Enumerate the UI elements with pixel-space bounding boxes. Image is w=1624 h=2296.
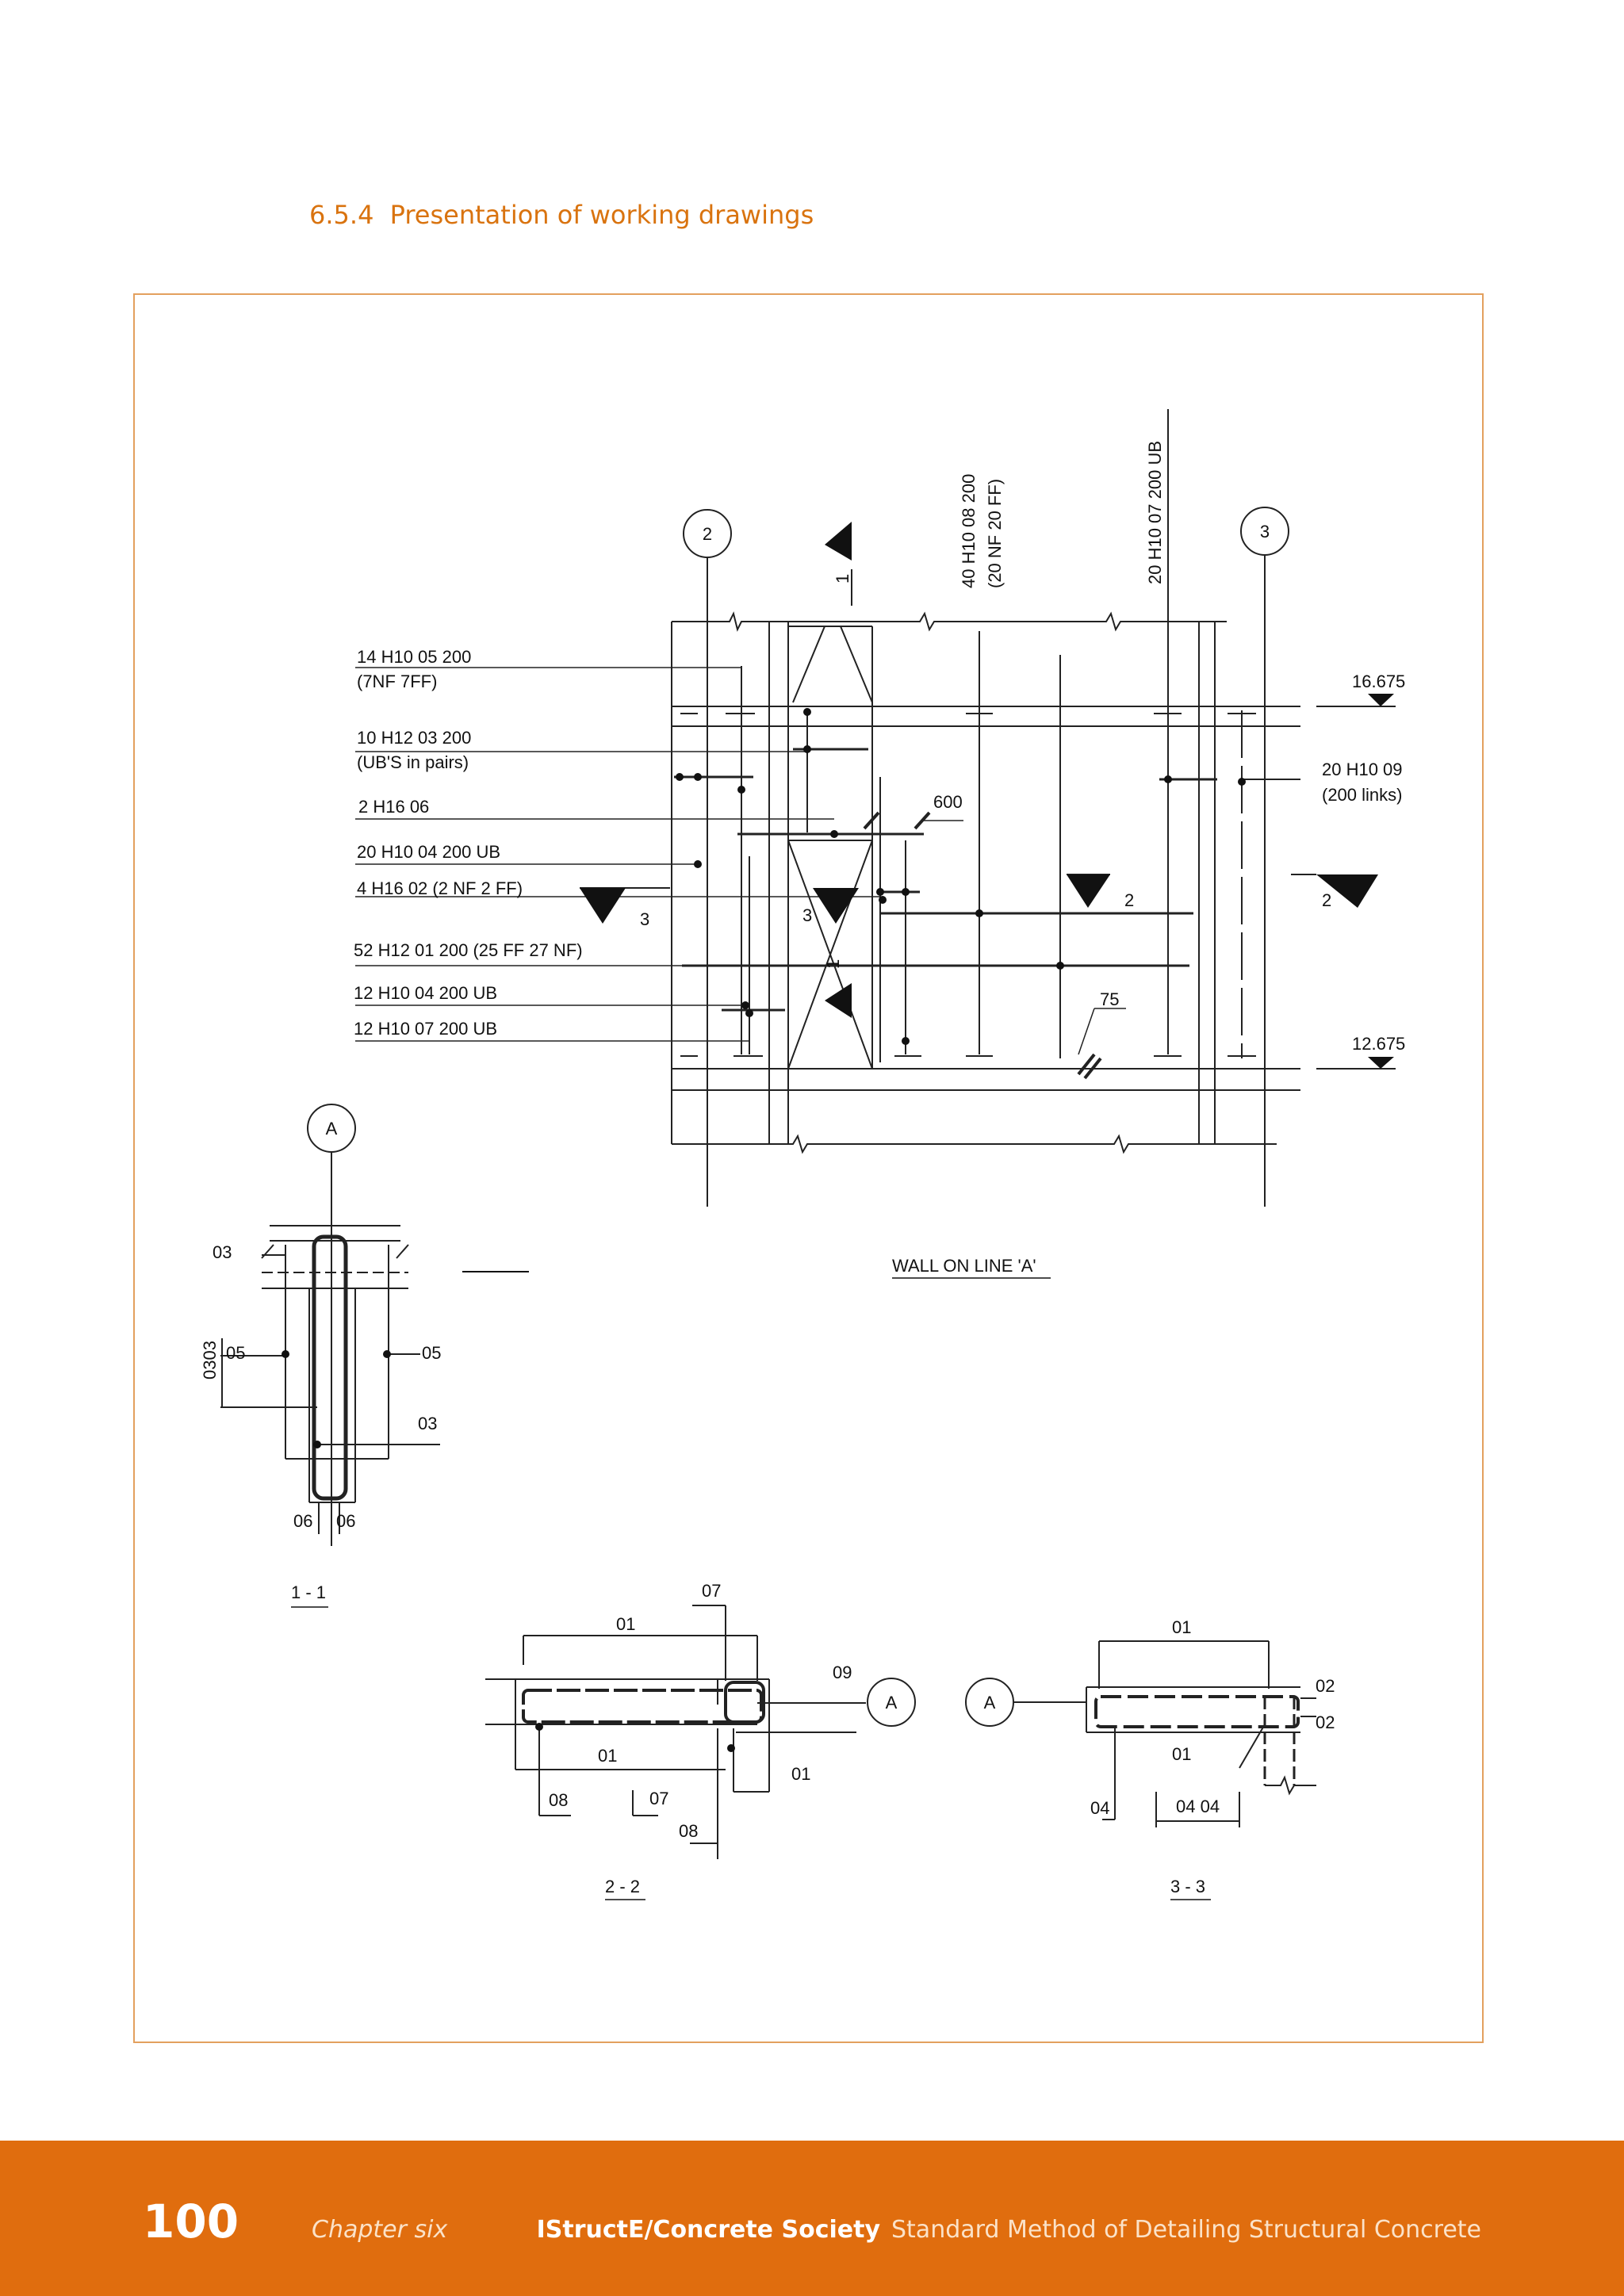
section-marker-2-right (1316, 874, 1378, 908)
s22-label-09: 09 (833, 1663, 852, 1682)
s11-label-06-left: 06 (293, 1511, 312, 1531)
section-label-3-left: 3 (640, 909, 649, 929)
bar-label-06: 2 H16 06 (358, 797, 429, 817)
s22-label-01-mid: 01 (598, 1746, 617, 1766)
bar-label-08-note: (20 NF 20 FF) (985, 479, 1005, 588)
level-bottom: 12.675 (1352, 1034, 1405, 1054)
book-title: Standard Method of Detailing Structural … (891, 2216, 1481, 2244)
section-label-2-right: 2 (1322, 890, 1331, 910)
grid-label-3: 3 (1260, 522, 1270, 541)
section-title: Presentation of working drawings (389, 200, 814, 230)
bar-label-07: 12 H10 07 200 UB (354, 1019, 497, 1039)
working-drawing: 2 3 1 3 3 2 2 1 14 H10 05 200 (7NF 7FF) … (200, 409, 1405, 1900)
s11-label-03-top: 03 (213, 1242, 232, 1262)
s22-caption: 2 - 2 (605, 1877, 640, 1896)
s11-label-05-left: 05 (226, 1343, 245, 1363)
section-marker-2-left (1067, 874, 1110, 908)
bar-label-04: 20 H10 04 200 UB (357, 842, 500, 862)
s22-label-07-bottom: 07 (649, 1789, 668, 1808)
s11-label-0303: 0303 (200, 1341, 220, 1380)
dim-75: 75 (1100, 989, 1119, 1009)
page-number: 100 (143, 2195, 239, 2248)
s33-label-04: 04 (1090, 1798, 1109, 1818)
s22-label-01-top: 01 (616, 1614, 635, 1634)
publisher-name: IStructE/Concrete Society (536, 2216, 880, 2244)
level-top: 16.675 (1352, 672, 1405, 691)
grid-label-a-3: A (984, 1693, 996, 1712)
s33-caption: 3 - 3 (1170, 1877, 1205, 1896)
level-marker-top (1368, 694, 1394, 706)
chapter-label: Chapter six (312, 2216, 448, 2244)
s22-label-07-top: 07 (702, 1581, 721, 1601)
section-label-3-mid: 3 (802, 905, 812, 925)
s11-caption: 1 - 1 (291, 1582, 326, 1602)
s33-label-02-top: 02 (1316, 1676, 1335, 1696)
s33-label-02-bottom: 02 (1316, 1712, 1335, 1732)
s33-label-01-top: 01 (1172, 1617, 1191, 1637)
s33-label-01-mid: 01 (1172, 1744, 1191, 1764)
grid-label-a-2: A (886, 1693, 898, 1712)
s11-label-03-bottom: 03 (418, 1414, 437, 1433)
s33-label-04-04: 04 04 (1176, 1797, 1220, 1816)
section-marker-3-left (580, 888, 626, 924)
section-flag-1-top (825, 522, 852, 561)
s11-label-06-right: 06 (336, 1511, 355, 1531)
bar-label-09: 20 H10 09 (1322, 760, 1403, 779)
bar-label-01: 52 H12 01 200 (25 FF 27 NF) (354, 940, 583, 960)
dim-600: 600 (933, 792, 963, 812)
bar-label-05-note: (7NF 7FF) (357, 672, 437, 691)
bar-label-03-note: (UB'S in pairs) (357, 752, 469, 772)
page-footer: 100 Chapter six IStructE/Concrete Societ… (0, 2141, 1624, 2296)
grid-label-2: 2 (703, 524, 712, 544)
elevation-caption: WALL ON LINE 'A' (892, 1256, 1036, 1276)
s11-label-05-right: 05 (422, 1343, 441, 1363)
section-label-2-left: 2 (1124, 890, 1134, 910)
bar-label-09-note: (200 links) (1322, 785, 1402, 805)
bar-label-04-lower: 12 H10 04 200 UB (354, 983, 497, 1003)
grid-label-a-1: A (326, 1119, 338, 1138)
drawing-frame (133, 293, 1484, 2043)
section-label-1-top: 1 (833, 574, 852, 584)
bar-label-02: 4 H16 02 (2 NF 2 FF) (357, 878, 523, 898)
section-number: 6.5.4 (309, 200, 374, 230)
section-flag-1-bottom (825, 983, 852, 1018)
section-heading: 6.5.4 Presentation of working drawings (309, 200, 814, 230)
s22-label-08-bottom: 08 (679, 1821, 698, 1841)
bar-label-03: 10 H12 03 200 (357, 728, 471, 748)
s22-label-08-left: 08 (549, 1790, 568, 1810)
s22-label-01-right: 01 (791, 1764, 810, 1784)
bar-label-05: 14 H10 05 200 (357, 647, 471, 667)
bar-label-08: 40 H10 08 200 (959, 474, 979, 588)
publication-title: IStructE/Concrete Society Standard Method… (537, 2216, 1481, 2244)
level-marker-bottom (1368, 1057, 1394, 1069)
section-label-1-bottom: 1 (823, 959, 843, 969)
section-marker-3-mid (813, 888, 859, 924)
bar-label-07-vertical: 20 H10 07 200 UB (1145, 441, 1165, 584)
